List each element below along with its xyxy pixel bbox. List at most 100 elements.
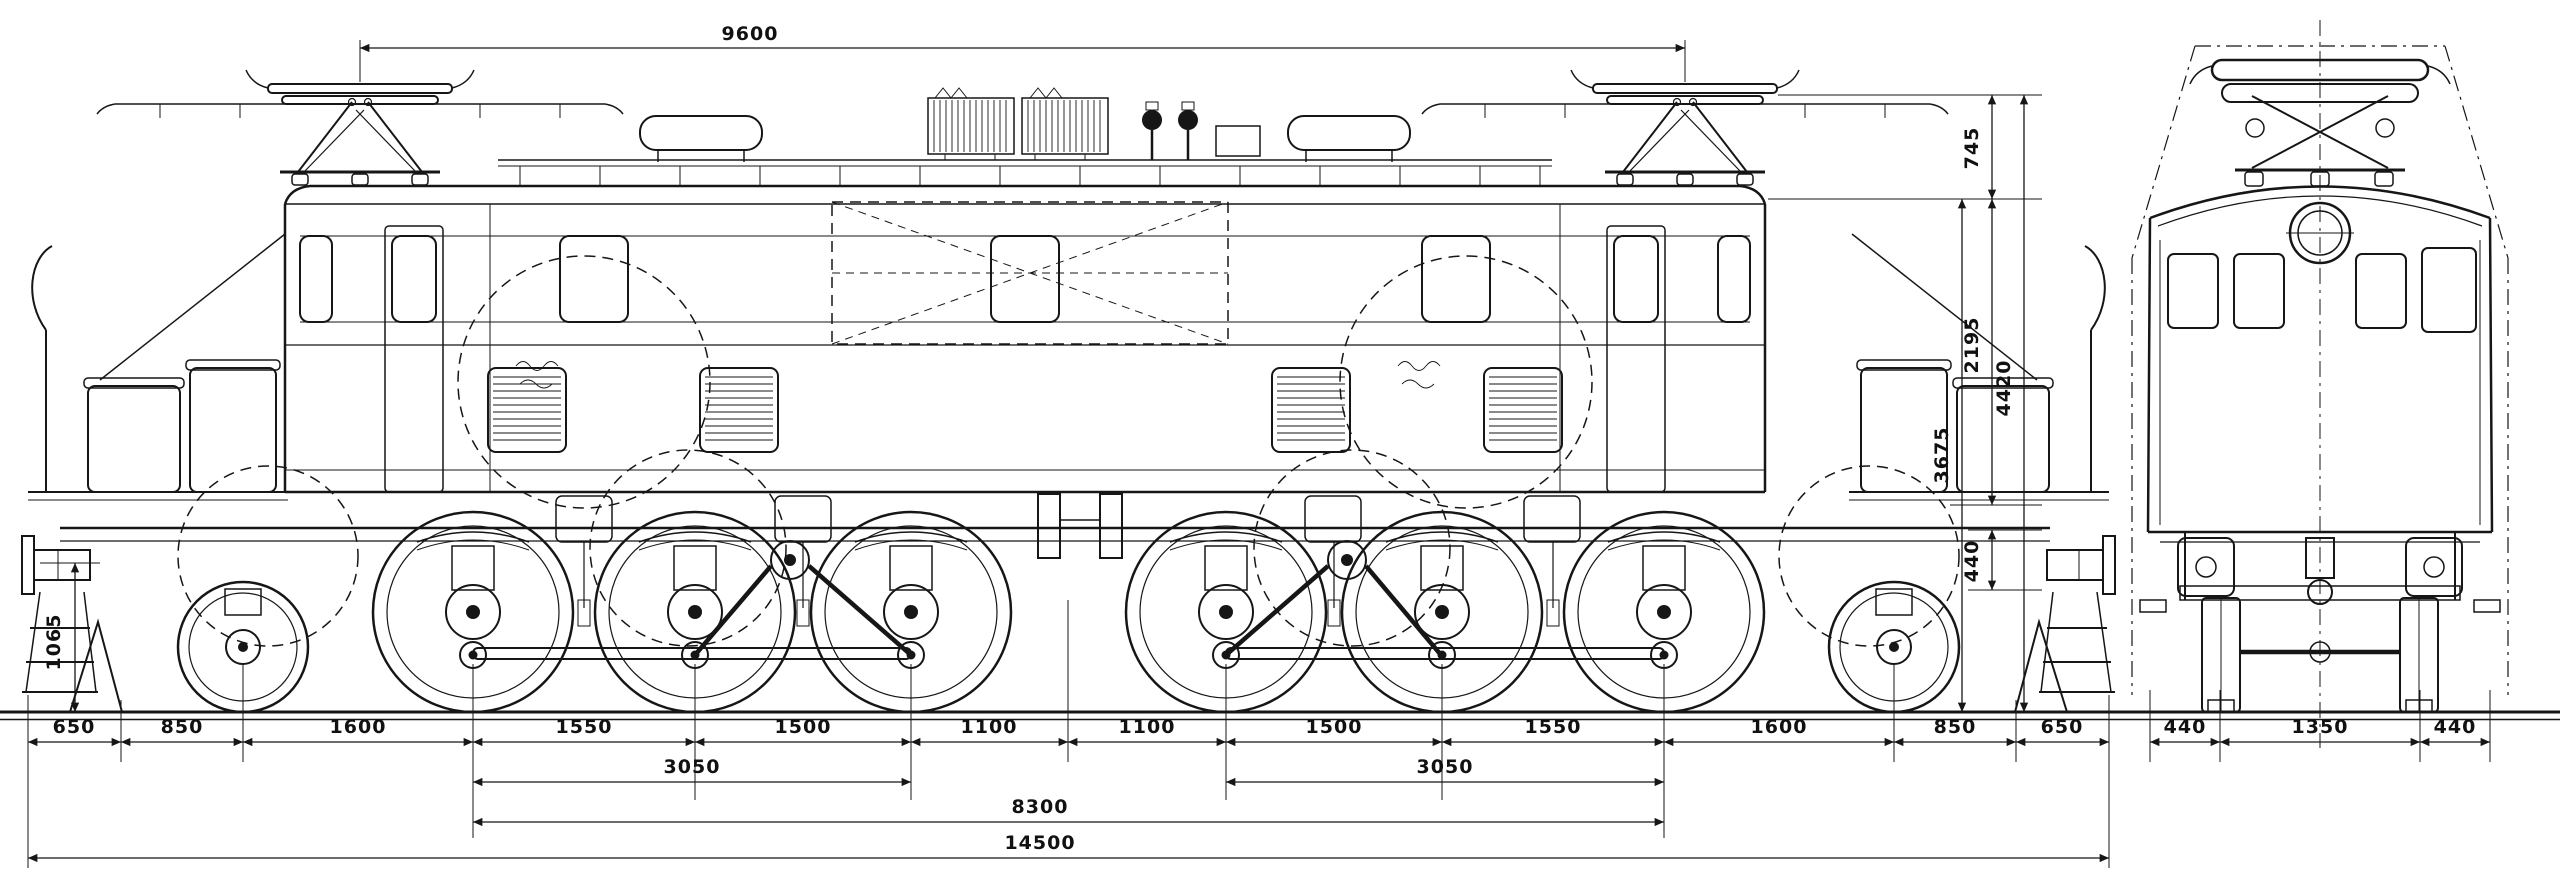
vent-grille xyxy=(1483,367,1563,453)
platform-box xyxy=(1860,367,1948,493)
handrail-hook xyxy=(31,245,53,331)
dim-label: 3675 xyxy=(1931,427,1953,484)
dim-label: 3050 xyxy=(664,756,721,778)
side-body xyxy=(177,184,1960,647)
railing-slant xyxy=(1851,233,2038,381)
dimension-annotations: 9600 1065 3675 745 2195 440 4420 xyxy=(27,23,2491,868)
vent-grille xyxy=(1271,367,1351,453)
dim-label: 8300 xyxy=(1012,796,1069,818)
jackshaft xyxy=(770,540,810,580)
front-window xyxy=(2233,253,2285,329)
dim-label: 2195 xyxy=(1961,317,1983,374)
end-platform-right xyxy=(1849,233,2116,713)
cab-door-left xyxy=(384,225,444,493)
pilot xyxy=(2014,618,2068,713)
roof-box xyxy=(1215,125,1261,157)
roof-insulators xyxy=(1142,101,1198,160)
front-window xyxy=(2355,253,2407,329)
dim-label: 745 xyxy=(1961,127,1983,170)
steps xyxy=(2039,591,2115,693)
sandbox xyxy=(555,495,613,543)
railing-slant xyxy=(99,233,286,381)
dim-overall-length: 14500 xyxy=(28,832,2109,863)
rail-lines xyxy=(0,710,2560,721)
side-view xyxy=(21,68,2116,714)
dim-label: 440 xyxy=(2164,716,2207,738)
pilot xyxy=(69,618,123,713)
cab-door-right xyxy=(1606,225,1666,493)
loading-gauge-dashed xyxy=(2131,45,2509,695)
dim-label: 14500 xyxy=(1004,832,1075,854)
jackshaft xyxy=(1327,540,1367,580)
roof-resistor-bank xyxy=(927,87,1109,160)
running-gear xyxy=(60,493,2050,714)
dim-extension-lines xyxy=(27,600,2491,868)
front-undercarriage xyxy=(2139,532,2501,713)
motor-outline-dashed xyxy=(457,255,711,509)
dim-label: 1350 xyxy=(2292,716,2349,738)
dim-label: 4420 xyxy=(1993,360,2015,417)
handwriting-scribble xyxy=(515,361,559,389)
dim-label: 650 xyxy=(2041,716,2084,738)
pantograph-right xyxy=(1420,68,1950,187)
motor-outline-dashed xyxy=(1339,255,1593,509)
rail-profile xyxy=(2207,699,2235,713)
pantograph-front xyxy=(2189,58,2451,187)
dim-label: 440 xyxy=(1961,540,1983,583)
dim-label: 1550 xyxy=(556,716,613,738)
dim-front-row: 440 1350 440 xyxy=(2150,716,2490,747)
dim-right-chain: 3675 745 2195 440 4420 xyxy=(1768,94,2042,712)
brake-hanger xyxy=(583,541,1554,608)
side-window xyxy=(990,235,1060,323)
dim-buffer-height: 1065 xyxy=(40,562,100,712)
side-roof-equipment xyxy=(498,87,1552,186)
handrail-hook xyxy=(2084,245,2106,331)
front-body xyxy=(2146,185,2494,543)
dim-label: 1065 xyxy=(43,614,65,671)
roof-vent xyxy=(639,115,763,151)
sandbox xyxy=(1523,495,1581,543)
center-gear xyxy=(1037,493,1061,559)
roof-vent xyxy=(1287,115,1411,151)
dim-label: 650 xyxy=(53,716,96,738)
dim-label: 1100 xyxy=(1119,716,1176,738)
dim-label: 1500 xyxy=(1306,716,1363,738)
handwriting-scribble xyxy=(1397,361,1441,389)
dim-axle-row: 650 850 1600 1550 1500 1100 1100 1500 15… xyxy=(28,716,2109,747)
dim-top-span: 9600 xyxy=(359,23,1686,82)
dim-label: 3050 xyxy=(1417,756,1474,778)
dim-label: 1100 xyxy=(961,716,1018,738)
dim-label: 9600 xyxy=(722,23,779,45)
sandbox xyxy=(1304,495,1362,543)
dim-label: 1500 xyxy=(775,716,832,738)
cab-window-left xyxy=(299,235,333,323)
front-door-window xyxy=(2421,247,2477,333)
dim-inner-span: 8300 xyxy=(473,796,1664,827)
end-platform-left xyxy=(21,233,288,713)
rail-profile xyxy=(2405,699,2433,713)
dim-label: 850 xyxy=(1934,716,1977,738)
buffer xyxy=(21,535,35,595)
equipment-outline-dashed xyxy=(831,201,1229,345)
pantograph-left xyxy=(95,68,625,187)
dim-label: 850 xyxy=(161,716,204,738)
dim-label: 1550 xyxy=(1525,716,1582,738)
side-window xyxy=(559,235,629,323)
front-view xyxy=(2131,20,2509,748)
dim-bogie-spans: 3050 3050 xyxy=(473,756,1664,787)
buffer-plate xyxy=(2405,537,2463,597)
side-window xyxy=(1421,235,1491,323)
platform-box xyxy=(87,385,181,493)
dim-label: 1600 xyxy=(1751,716,1808,738)
buffer xyxy=(2102,535,2116,595)
sandbox xyxy=(774,495,832,543)
platform-box xyxy=(189,367,277,493)
front-window xyxy=(2167,253,2219,329)
vent-grille xyxy=(699,367,779,453)
buffer-plate xyxy=(2177,537,2235,597)
platform-box xyxy=(1956,385,2050,493)
vent-grille xyxy=(487,367,567,453)
coupler xyxy=(2305,537,2335,579)
